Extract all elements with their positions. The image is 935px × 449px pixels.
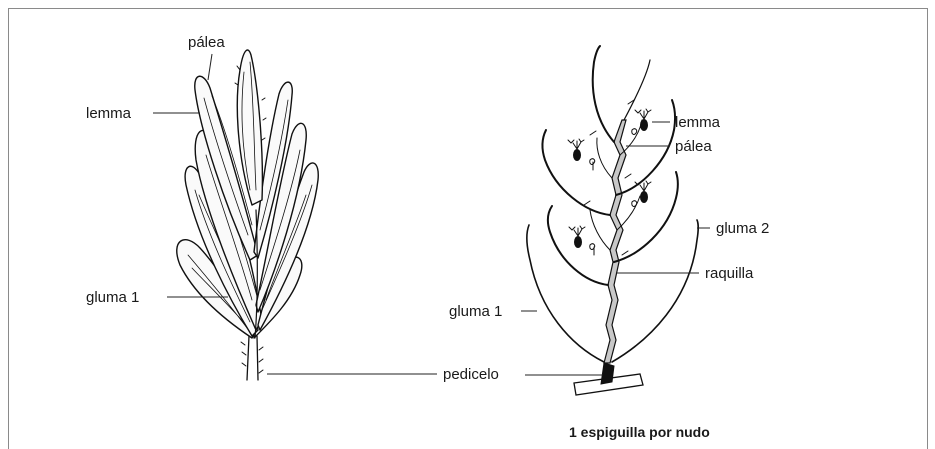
rachilla — [603, 119, 627, 364]
pedicelo-label: pedicelo — [443, 366, 499, 383]
floret-1 — [568, 225, 596, 256]
floret-2 — [567, 138, 596, 171]
floret-4 — [631, 180, 652, 207]
palea-left-leader — [207, 53, 213, 81]
palea-left-label: pálea — [188, 34, 225, 51]
left-labels: pálea lemma gluma 1 pedicelo — [86, 34, 499, 383]
pedicel-base — [573, 373, 644, 396]
gluma1-left-label: gluma 1 — [86, 289, 139, 306]
right-spikelet-schematic — [526, 45, 699, 396]
palea-right-label: pálea — [675, 138, 712, 155]
lemma-right-label: lemma — [675, 114, 721, 131]
gluma1-arc — [526, 224, 605, 363]
pedicel-black — [600, 362, 615, 385]
gluma2-arc — [611, 219, 699, 363]
raquilla-label: raquilla — [705, 265, 754, 282]
caption: 1 espiguilla por nudo — [569, 424, 710, 440]
right-labels: lemma pálea gluma 2 raquilla gluma 1 1 e… — [449, 114, 769, 440]
gluma2-label: gluma 2 — [716, 220, 769, 237]
lemma-left-label: lemma — [86, 105, 132, 122]
left-spikelet-illustration — [176, 49, 319, 381]
gluma1-right-label: gluma 1 — [449, 303, 502, 320]
figure-frame — [8, 8, 928, 449]
floret-3 — [631, 108, 652, 135]
